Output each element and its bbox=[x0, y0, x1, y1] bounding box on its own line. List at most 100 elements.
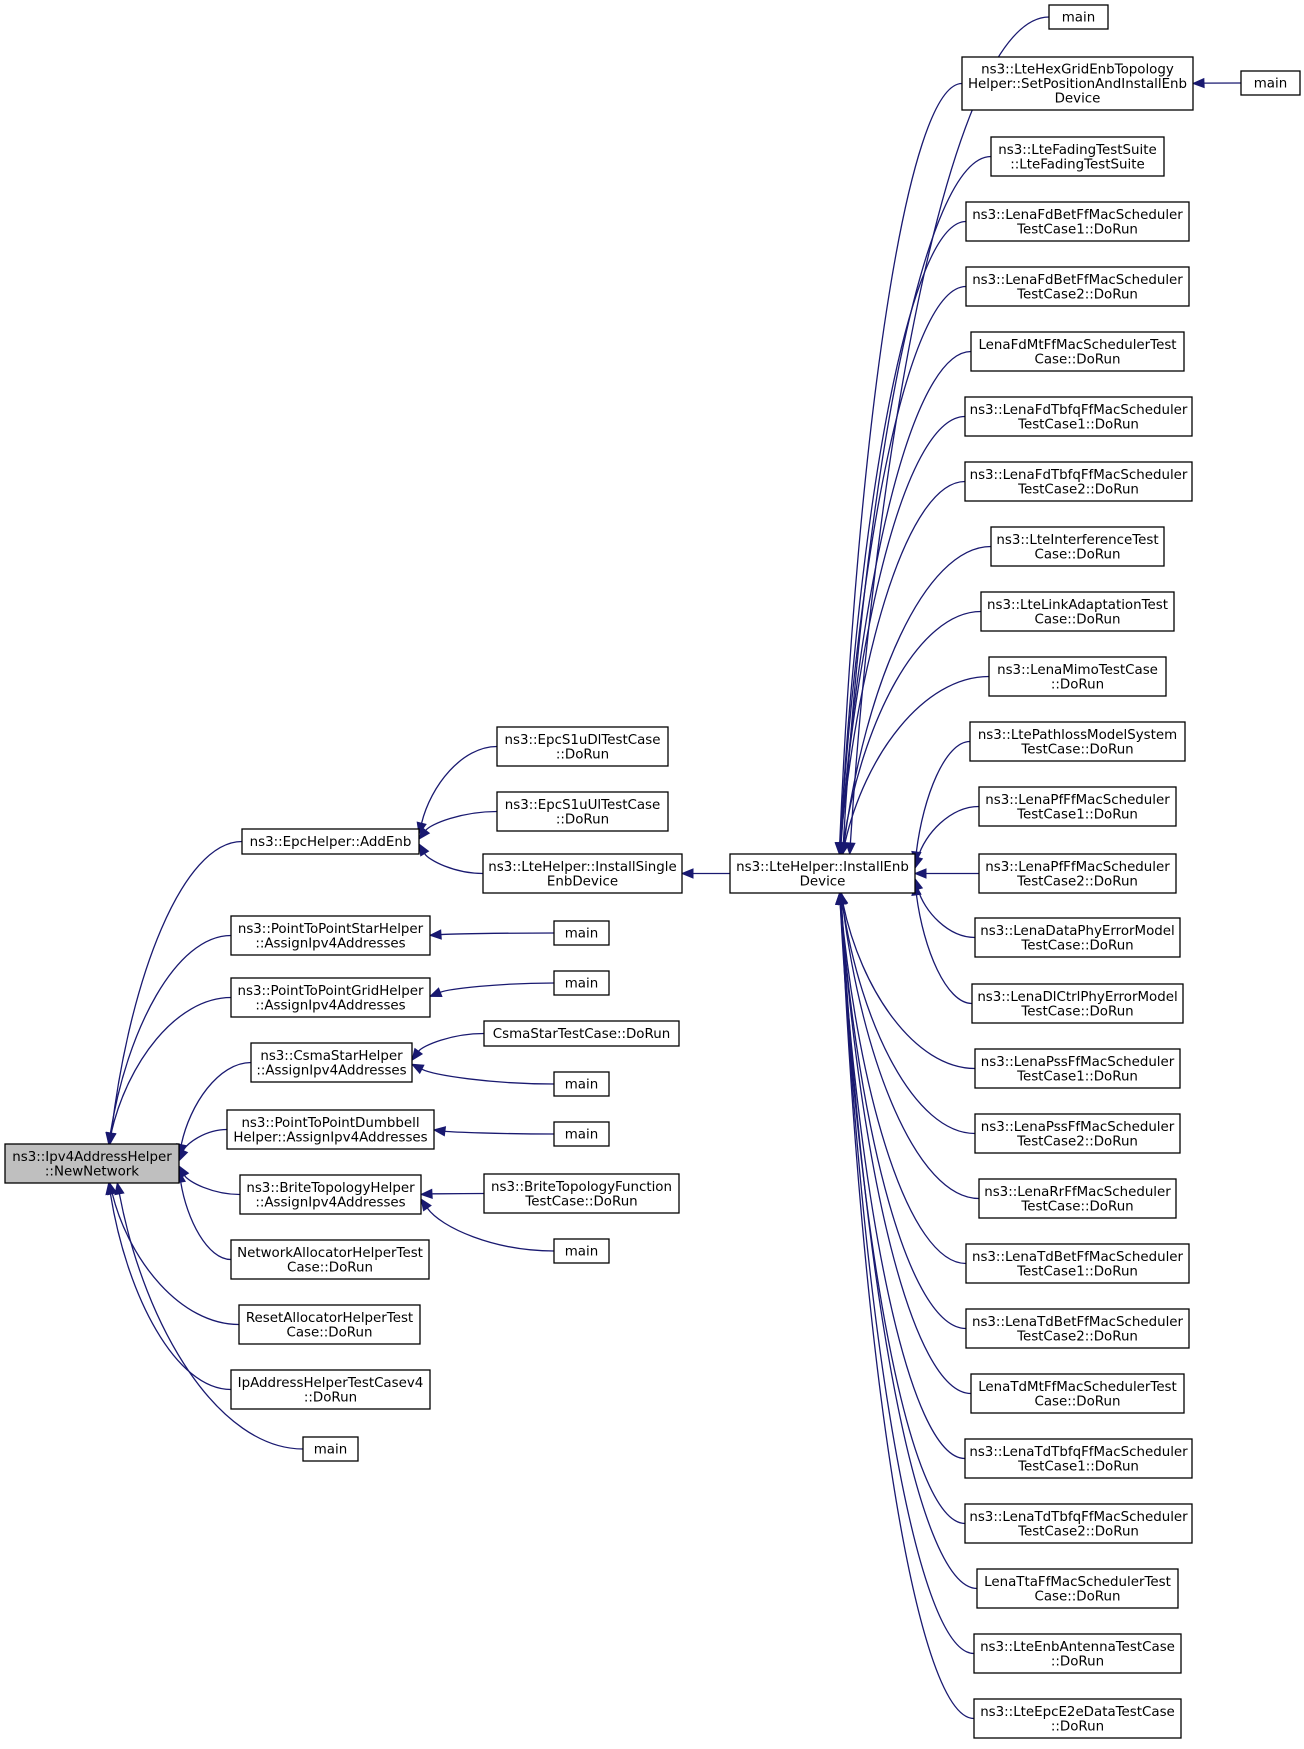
function-node[interactable]: ns3::LteFadingTestSuite::LteFadingTestSu… bbox=[990, 136, 1165, 177]
call-edge bbox=[418, 810, 498, 841]
node-label: ::AssignIpv4Addresses bbox=[255, 1195, 405, 1210]
node-label: TestCase2::DoRun bbox=[1016, 287, 1138, 302]
node-box bbox=[553, 970, 610, 996]
node-label: IpAddressHelperTestCasev4 bbox=[238, 1376, 424, 1391]
call-edge bbox=[1191, 77, 1242, 89]
edge-line bbox=[180, 1181, 232, 1261]
edge-line bbox=[110, 996, 232, 1134]
call-edge bbox=[837, 891, 976, 1135]
edge-line bbox=[917, 805, 980, 858]
edge-line bbox=[840, 903, 975, 1655]
function-node[interactable]: ns3::LenaPssFfMacSchedulerTestCase2::DoR… bbox=[974, 1113, 1181, 1154]
function-node[interactable]: ns3::CsmaStarHelper::AssignIpv4Addresses bbox=[250, 1042, 413, 1083]
arrowhead-icon bbox=[114, 1181, 125, 1196]
function-node[interactable]: ns3::BriteTopologyFunctionTestCase::DoRu… bbox=[483, 1173, 680, 1214]
function-node[interactable]: ns3::LenaPssFfMacSchedulerTestCase1::DoR… bbox=[974, 1048, 1181, 1089]
edge-line bbox=[840, 903, 978, 1590]
function-node[interactable]: ns3::LenaFdTbfqFfMacSchedulerTestCase1::… bbox=[964, 396, 1193, 437]
function-node[interactable]: ns3::PointToPointDumbbellHelper::AssignI… bbox=[226, 1109, 435, 1150]
function-node[interactable]: ns3::LenaFdTbfqFfMacSchedulerTestCase2::… bbox=[964, 461, 1193, 502]
node-label: TestCase2::DoRun bbox=[1017, 482, 1139, 497]
function-node[interactable]: ns3::PointToPointGridHelper::AssignIpv4A… bbox=[230, 977, 431, 1018]
function-node[interactable]: main bbox=[553, 970, 610, 996]
arrowhead-icon bbox=[913, 868, 927, 879]
function-node[interactable]: ns3::LenaTdBetFfMacSchedulerTestCase1::D… bbox=[965, 1243, 1190, 1284]
function-node[interactable]: ns3::LteEpcE2eDataTestCase::DoRun bbox=[973, 1698, 1182, 1739]
node-box bbox=[250, 1042, 413, 1083]
function-node[interactable]: main bbox=[1240, 70, 1301, 96]
node-box bbox=[969, 721, 1186, 762]
function-node[interactable]: main bbox=[302, 1436, 359, 1462]
node-box bbox=[990, 136, 1165, 177]
node-box bbox=[483, 1020, 680, 1047]
function-node[interactable]: ns3::LenaFdBetFfMacSchedulerTestCase1::D… bbox=[965, 201, 1190, 242]
node-box bbox=[978, 853, 1177, 894]
function-node[interactable]: ns3::LenaPfFfMacSchedulerTestCase1::DoRu… bbox=[978, 786, 1177, 827]
function-node[interactable]: ns3::LtePathlossModelSystemTestCase::DoR… bbox=[969, 721, 1186, 762]
node-box bbox=[230, 915, 431, 956]
function-node[interactable]: ns3::LteHexGridEnbTopologyHelper::SetPos… bbox=[961, 56, 1194, 111]
function-node[interactable]: main bbox=[553, 920, 610, 946]
function-node[interactable]: ns3::LenaTdTbfqFfMacSchedulerTestCase1::… bbox=[964, 1438, 1193, 1479]
node-box bbox=[974, 1113, 1181, 1154]
node-label: ns3::EpcS1uDlTestCase bbox=[504, 733, 660, 748]
node-box bbox=[226, 1109, 435, 1150]
focus-function-node[interactable]: ns3::Ipv4AddressHelper::NewNetwork bbox=[4, 1143, 180, 1184]
function-node[interactable]: ns3::LenaFdBetFfMacSchedulerTestCase2::D… bbox=[965, 266, 1190, 307]
node-box bbox=[230, 1239, 430, 1280]
function-node[interactable]: ns3::EpcS1uDlTestCase::DoRun bbox=[496, 726, 669, 767]
function-node[interactable]: ns3::PointToPointStarHelper::AssignIpv4A… bbox=[230, 915, 431, 956]
node-label: Case::DoRun bbox=[1035, 352, 1121, 367]
arrowhead-icon bbox=[1191, 77, 1205, 89]
function-node[interactable]: ns3::LenaDataPhyErrorModelTestCase::DoRu… bbox=[974, 917, 1181, 958]
function-node[interactable]: ns3::LteEnbAntennaTestCase::DoRun bbox=[973, 1633, 1182, 1674]
function-node[interactable]: CsmaStarTestCase::DoRun bbox=[483, 1020, 680, 1047]
edge-line bbox=[843, 545, 992, 844]
function-node[interactable]: main bbox=[553, 1121, 610, 1147]
function-node[interactable]: main bbox=[553, 1238, 610, 1264]
function-node[interactable]: ns3::LenaPfFfMacSchedulerTestCase2::DoRu… bbox=[978, 853, 1177, 894]
node-label: TestCase2::DoRun bbox=[1016, 874, 1138, 889]
function-node[interactable]: IpAddressHelperTestCasev4::DoRun bbox=[230, 1369, 431, 1410]
node-label: ns3::LteHelper::InstallEnb bbox=[736, 860, 909, 875]
node-label: Case::DoRun bbox=[287, 1325, 373, 1340]
arrowhead-icon bbox=[420, 1197, 432, 1212]
function-node[interactable]: ns3::EpcS1uUlTestCase::DoRun bbox=[496, 791, 669, 832]
node-label: LenaTdMtFfMacSchedulerTest bbox=[978, 1380, 1177, 1395]
edge-line bbox=[849, 16, 1050, 844]
node-label: ns3::LenaFdTbfqFfMacScheduler bbox=[970, 468, 1188, 483]
node-label: ns3::EpcS1uUlTestCase bbox=[505, 798, 661, 813]
node-box bbox=[553, 1121, 610, 1147]
edge-line bbox=[425, 810, 498, 831]
node-label: LenaFdMtFfMacSchedulerTest bbox=[978, 338, 1176, 353]
function-node[interactable]: main bbox=[1048, 4, 1109, 30]
edge-line bbox=[109, 934, 232, 1134]
arrowhead-icon bbox=[410, 1063, 425, 1075]
node-label: TestCase::DoRun bbox=[524, 1194, 637, 1209]
call-edge bbox=[911, 740, 971, 865]
function-node[interactable]: ns3::LenaMimoTestCase::DoRun bbox=[988, 656, 1167, 697]
function-node[interactable]: ns3::LenaTdTbfqFfMacSchedulerTestCase2::… bbox=[964, 1503, 1193, 1544]
edge-line bbox=[424, 853, 484, 875]
call-edge bbox=[835, 220, 967, 856]
function-node[interactable]: ns3::EpcHelper::AddEnb bbox=[241, 828, 420, 855]
edge-line bbox=[110, 840, 243, 1134]
edge-line bbox=[915, 740, 971, 853]
function-node[interactable]: main bbox=[553, 1071, 610, 1097]
function-node[interactable]: ns3::LenaTdBetFfMacSchedulerTestCase2::D… bbox=[965, 1308, 1190, 1349]
call-edge bbox=[432, 1126, 555, 1137]
function-node[interactable]: ns3::BriteTopologyHelper::AssignIpv4Addr… bbox=[239, 1174, 422, 1215]
function-node[interactable]: ns3::LenaDlCtrlPhyErrorModelTestCase::Do… bbox=[971, 983, 1184, 1024]
node-box bbox=[970, 331, 1185, 372]
node-box bbox=[964, 396, 1193, 437]
